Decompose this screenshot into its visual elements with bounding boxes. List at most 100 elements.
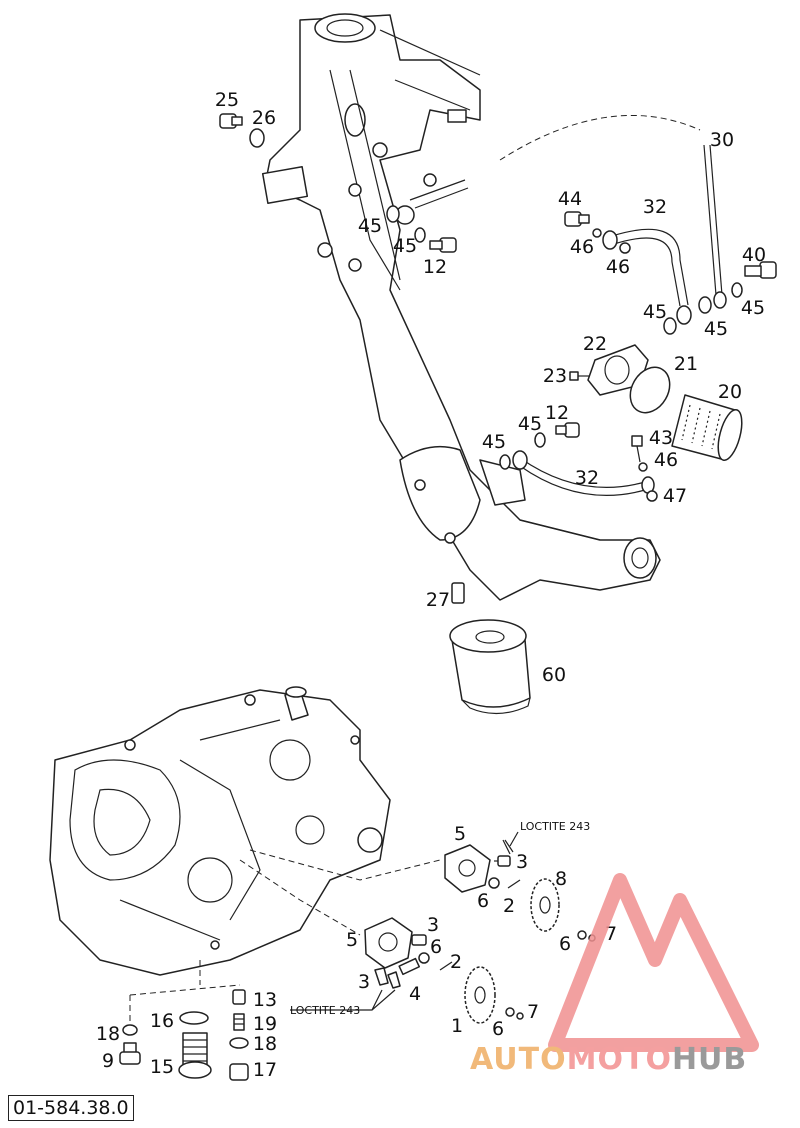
part-5-pump-cover-lower: [364, 917, 413, 969]
document-number: 01-584.38.0: [8, 1095, 134, 1121]
part-32-hose-lower: [512, 450, 655, 496]
leader-case-to-pump-lower: [239, 859, 361, 936]
callout-17: 17: [253, 1059, 277, 1081]
part-15-oil-strainer: [178, 1032, 212, 1079]
watermark-logo-text: AUTOMOTOHUB: [470, 1042, 747, 1077]
part-32-hose-upper: [602, 228, 692, 325]
part-46-washer-c: [638, 462, 648, 472]
part-3-screw-lower-b: [374, 967, 401, 989]
callout-2: 2: [503, 895, 515, 917]
callout-3: 3: [427, 914, 439, 936]
callout-40: 40: [742, 244, 766, 266]
callout-27: 27: [426, 589, 450, 611]
part-8-gear-upper: [530, 878, 560, 932]
callout-30: 30: [710, 129, 734, 151]
part-7-clip-lower: [516, 1012, 524, 1020]
engine-crankcase: [49, 686, 391, 976]
callout-13: 13: [253, 989, 277, 1011]
callout-8: 8: [555, 868, 567, 890]
callout-12: 12: [545, 402, 569, 424]
callout-45: 45: [643, 301, 667, 323]
callout-19: 19: [253, 1013, 277, 1035]
callout-12: 12: [423, 256, 447, 278]
logo-moto: MOTO: [566, 1042, 672, 1077]
part-6-washer-gear-lower: [505, 1007, 515, 1017]
part-6-washer-gear-upper: [577, 930, 587, 940]
frame: [261, 13, 661, 601]
part-16-o-ring: [179, 1011, 209, 1025]
part-17-plug: [229, 1063, 249, 1081]
part-3-screw-upper: [494, 839, 514, 867]
part-30-oil-line: [703, 144, 727, 309]
callout-45: 45: [393, 235, 417, 257]
callout-18: 18: [96, 1023, 120, 1045]
callout-22: 22: [583, 333, 607, 355]
callout-20: 20: [718, 381, 742, 403]
callout-1: 1: [451, 1015, 463, 1037]
part-1-gear-lower: [464, 966, 496, 1024]
leader-case-to-pump-upper: [249, 849, 441, 881]
part-5-pump-cover-upper: [444, 844, 491, 893]
part-18-o-ring-left: [122, 1024, 138, 1036]
part-45-washer-b: [414, 227, 426, 243]
callout-21: 21: [674, 353, 698, 375]
callout-7: 7: [527, 1001, 539, 1023]
part-26-washer: [249, 128, 265, 148]
part-3-screw-lower-a: [411, 934, 427, 946]
callout-46: 46: [606, 256, 630, 278]
part-18-o-ring-right: [229, 1037, 249, 1049]
part-46-washer-b: [619, 242, 631, 254]
part-27-screw: [451, 582, 465, 604]
callout-6: 6: [492, 1018, 504, 1040]
callout-6: 6: [430, 936, 442, 958]
part-40-banjo-bolt: [744, 261, 777, 279]
callout-46: 46: [654, 449, 678, 471]
callout-5: 5: [454, 823, 466, 845]
part-20-oil-filter-element: [671, 394, 743, 461]
callout-45: 45: [358, 215, 382, 237]
callout-45: 45: [741, 297, 765, 319]
callout-45: 45: [704, 318, 728, 340]
callout-15: 15: [150, 1056, 174, 1078]
logo-hub: HUB: [671, 1042, 748, 1077]
callout-3: 3: [358, 971, 370, 993]
callout-43: 43: [649, 427, 673, 449]
callout-46: 46: [570, 236, 594, 258]
callout-60: 60: [542, 664, 566, 686]
part-60-oil-filter: [449, 619, 531, 715]
part-43-bolt: [631, 435, 643, 463]
part-2-pin-upper: [507, 879, 521, 889]
callout-25: 25: [215, 89, 239, 111]
loctite-leader-bottom: [290, 989, 396, 1011]
part-21-gasket: [629, 366, 671, 414]
part-23-screw: [569, 371, 590, 381]
part-25-bolt: [219, 113, 243, 129]
loctite-note-bottom: LOCTITE 243: [290, 1004, 360, 1017]
part-44-banjo-bolt: [564, 211, 590, 227]
callout-6: 6: [559, 933, 571, 955]
leader-line-30: [499, 115, 701, 161]
callout-16: 16: [150, 1010, 174, 1032]
callout-32: 32: [643, 196, 667, 218]
part-6-washer-upper: [488, 877, 500, 889]
callout-4: 4: [409, 983, 421, 1005]
part-47-washer: [646, 490, 658, 502]
callout-5: 5: [346, 929, 358, 951]
callout-6: 6: [477, 890, 489, 912]
callout-18: 18: [253, 1033, 277, 1055]
loctite-note-top: LOCTITE 243: [520, 820, 590, 833]
part-46-washer-a: [592, 228, 602, 238]
part-45-washer-c: [731, 282, 743, 298]
callout-32: 32: [575, 467, 599, 489]
part-9-drain-plug: [119, 1042, 141, 1065]
callout-2: 2: [450, 951, 462, 973]
loctite-leader-top: [509, 831, 519, 847]
part-6-washer-lower-a: [418, 952, 430, 964]
part-19-screw: [233, 1013, 245, 1031]
part-45-washer-f: [499, 454, 511, 470]
callout-45: 45: [518, 413, 542, 435]
part-2-pin-lower: [439, 961, 453, 971]
callout-47: 47: [663, 485, 687, 507]
part-12-banjo-bolt-b: [555, 422, 580, 438]
